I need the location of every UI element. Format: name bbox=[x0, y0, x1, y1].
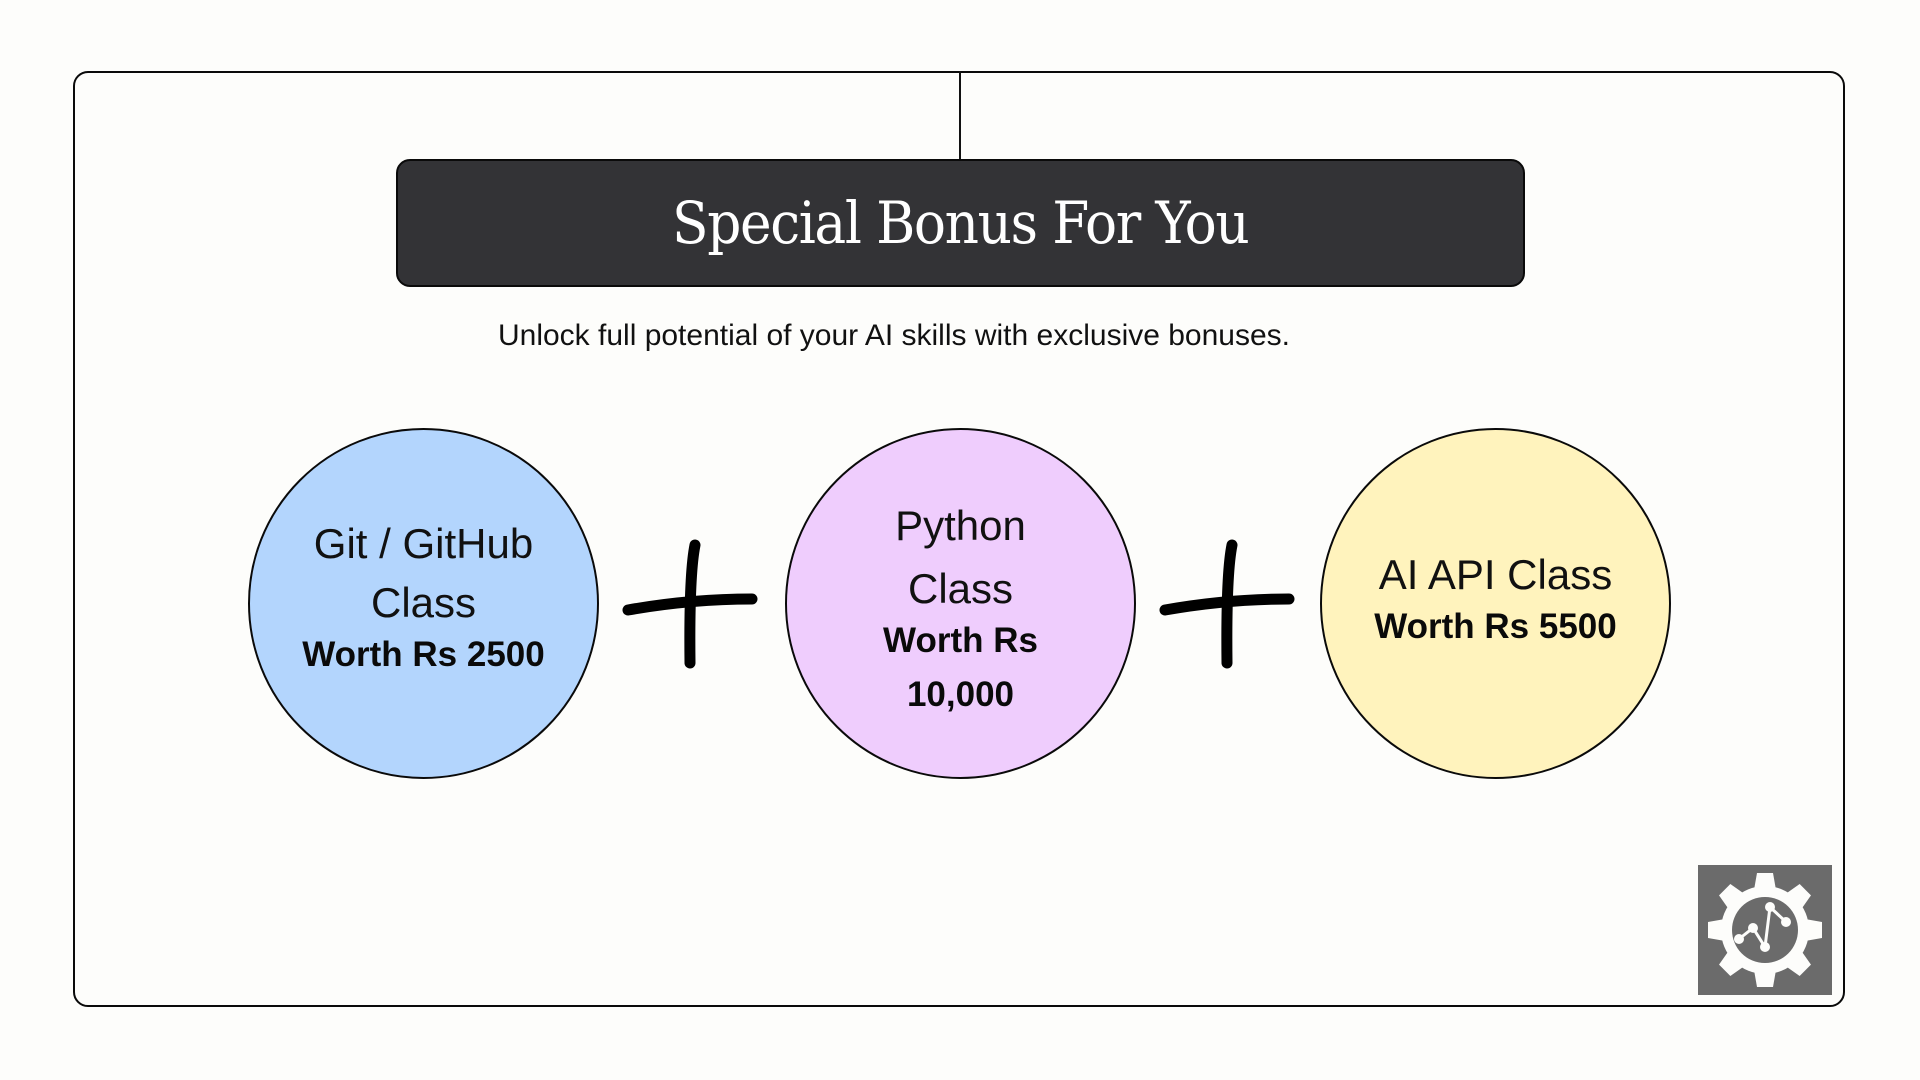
page-title: Special Bonus For You bbox=[672, 189, 1250, 257]
bonus-name-line: Python bbox=[895, 501, 1026, 549]
bonus-circle-python: Python Class Worth Rs 10,000 bbox=[785, 428, 1136, 779]
bonus-worth: Worth Rs bbox=[883, 620, 1038, 660]
bonus-name-line: AI API Class bbox=[1378, 551, 1613, 598]
bonus-name-line: Class bbox=[370, 578, 477, 626]
subtitle: Unlock full potential of your AI skills … bbox=[497, 319, 1291, 352]
connector-line bbox=[959, 71, 961, 160]
plus-icon bbox=[1159, 539, 1295, 669]
title-banner: Special Bonus For You bbox=[396, 159, 1525, 287]
bonus-worth: Worth Rs 2500 bbox=[302, 634, 545, 674]
plus-icon bbox=[622, 539, 758, 669]
bonus-worth: 10,000 bbox=[906, 674, 1015, 714]
bonus-name-line: Git / GitHub bbox=[313, 519, 534, 567]
bonus-worth: Worth Rs 5500 bbox=[1374, 607, 1617, 646]
bonus-name-line: Class bbox=[907, 564, 1014, 612]
gear-chart-logo-icon bbox=[1708, 873, 1822, 987]
bonus-circle-ai-api: AI API Class Worth Rs 5500 bbox=[1320, 428, 1671, 779]
bonus-circle-git: Git / GitHub Class Worth Rs 2500 bbox=[248, 428, 599, 779]
brand-logo bbox=[1698, 865, 1832, 995]
